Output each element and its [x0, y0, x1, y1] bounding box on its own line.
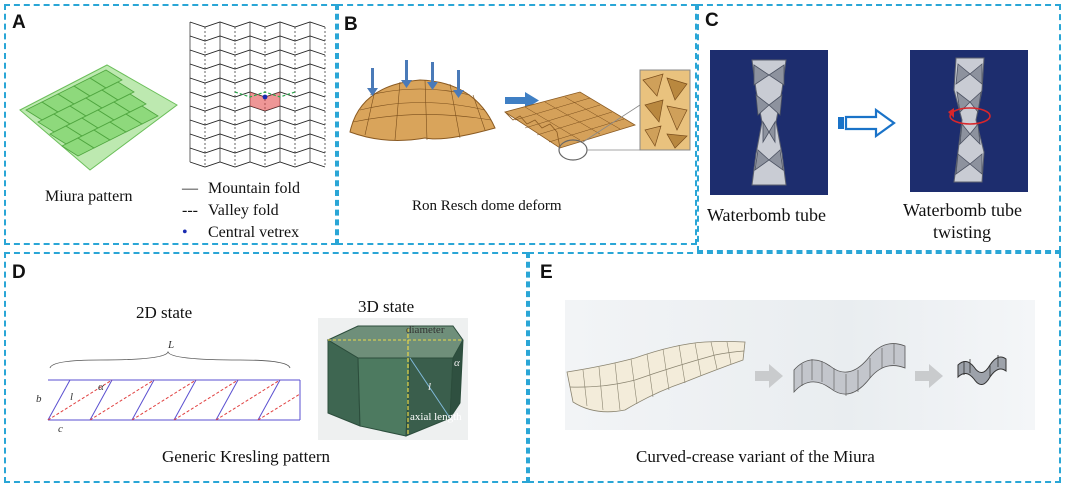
crease-zigzag-line [189, 161, 326, 168]
waterbomb-tube-twisted-photo [910, 50, 1028, 192]
fold-legend: —Mountain fold ---Valley fold •Central v… [182, 178, 300, 244]
label-alpha-3d: α [454, 357, 460, 369]
panel-b [337, 4, 697, 245]
panel-a [4, 4, 337, 245]
curved-crease-flat-sheet [566, 341, 746, 413]
crease-zigzag-line [189, 119, 326, 126]
crease-zigzag-line [189, 147, 326, 154]
panel-c-letter: C [705, 10, 719, 31]
mountain-fold-symbol: — [182, 180, 198, 197]
transform-arrow [838, 107, 896, 139]
crease-zigzag-line [189, 133, 326, 140]
kresling-2d-pattern: L b l α c [36, 339, 301, 435]
label-l: l [70, 391, 73, 403]
title-2d-state: 2D state [136, 303, 193, 322]
crease-zigzag-line [189, 63, 326, 70]
crease-zigzag-line [189, 35, 326, 42]
panel-c-caption-left: Waterbomb tube [707, 205, 827, 225]
panel-c [697, 4, 1061, 252]
panel-e-caption: Curved-crease variant of the Miura [636, 447, 875, 466]
valley-fold-symbol: --- [182, 202, 198, 219]
progress-arrow-1 [755, 364, 783, 388]
panel-e [528, 252, 1061, 483]
panel-c-caption-right-1: Waterbomb tube [903, 200, 1023, 220]
label-alpha-2d: α [98, 381, 104, 393]
miura-crease-pattern [189, 21, 326, 168]
progress-arrow-2 [915, 364, 943, 388]
label-l-3d: l [428, 381, 431, 393]
label-diameter: diameter [406, 324, 445, 336]
ron-resch-dome-illustration [349, 60, 691, 161]
crease-zigzag-line [189, 21, 326, 28]
central-vertex-dot [262, 94, 268, 100]
curved-crease-fully-folded [957, 355, 1007, 385]
legend-mountain: —Mountain fold [182, 178, 300, 200]
label-L: L [167, 339, 174, 351]
legend-valley: ---Valley fold [182, 200, 300, 222]
label-c: c [58, 423, 63, 435]
panel-b-letter: B [344, 14, 358, 35]
curved-crease-partially-folded [793, 343, 906, 396]
panel-a-caption: Miura pattern [45, 188, 133, 205]
kresling-3d-model: diameter α l axial length [318, 318, 468, 440]
panel-d-caption: Generic Kresling pattern [162, 447, 331, 466]
panel-d-letter: D [12, 262, 26, 283]
panel-d [4, 252, 528, 483]
highlighted-valley-line [234, 91, 296, 98]
crease-zigzag-line [189, 49, 326, 56]
title-3d-state: 3D state [358, 297, 415, 316]
label-axial-length: axial length [410, 411, 462, 423]
label-b: b [36, 393, 42, 405]
panel-c-caption-right-2: twisting [933, 222, 992, 242]
panel-b-caption: Ron Resch dome deform [412, 198, 562, 214]
legend-vertex: •Central vetrex [182, 222, 300, 244]
panel-e-letter: E [540, 262, 553, 283]
crease-zigzag-line [189, 77, 326, 84]
miura-sheet-illustration [19, 64, 178, 171]
panel-a-letter: A [12, 12, 26, 33]
vertex-dot-symbol: • [182, 224, 188, 241]
highlighted-unit-cell [250, 92, 280, 111]
waterbomb-tube-photo [710, 50, 828, 195]
